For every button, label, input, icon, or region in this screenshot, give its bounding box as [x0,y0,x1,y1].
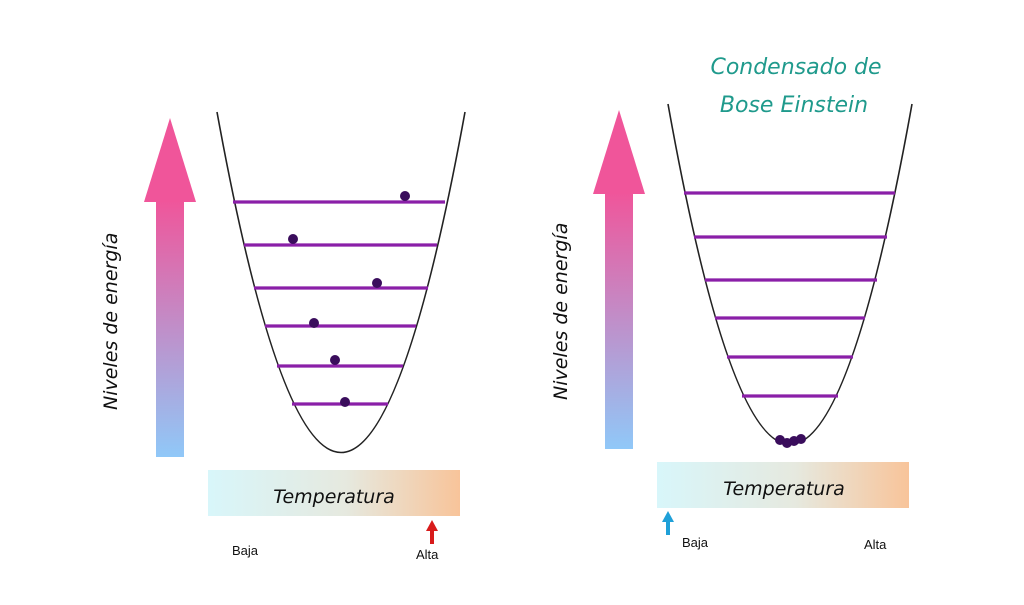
particle [340,397,350,407]
temperature-indicator-low [662,511,674,535]
temperature-bar-left: Temperatura [208,470,460,516]
y-axis-label-right: Niveles de energía [550,223,572,400]
particle [796,434,806,444]
particle [400,191,410,201]
y-axis-label-left: Niveles de energía [100,233,122,410]
low-label-right: Baja [682,535,709,550]
energy-arrow-head [144,118,196,202]
high-label-right: Alta [864,537,887,552]
energy-arrow-head [593,110,645,194]
temperature-bar-right: Temperatura [657,462,909,508]
temperature-label: Temperatura [723,478,845,500]
particle [372,278,382,288]
temperature-indicator-high [426,520,438,544]
low-label-left: Baja [232,543,259,558]
energy-arrow-shaft [156,200,184,457]
right-panel: Condensado de Bose Einstein Niveles de e… [550,55,913,552]
energy-levels-left [233,200,445,406]
particles-condensed [775,434,806,448]
particle [330,355,340,365]
temperature-gradient [208,470,460,516]
energy-arrow-shaft [605,192,633,449]
title-line-1: Condensado de [710,55,881,80]
energy-levels-right [684,191,895,398]
temperature-label: Temperatura [273,486,395,508]
energy-arrow-right [593,110,645,449]
title-line-2: Bose Einstein [720,93,868,118]
indicator-arrow-shaft [430,530,434,544]
indicator-arrow-head [662,511,674,522]
high-label-left: Alta [416,547,439,562]
energy-arrow-left [144,118,196,457]
particles-left [288,191,410,407]
potential-well-right [667,103,913,446]
indicator-arrow-head [426,520,438,531]
left-panel: Niveles de energía Temperatura [100,111,466,562]
particle [309,318,319,328]
indicator-arrow-shaft [666,521,670,535]
particle [288,234,298,244]
potential-well-left [216,111,466,454]
temperature-gradient [657,462,909,508]
